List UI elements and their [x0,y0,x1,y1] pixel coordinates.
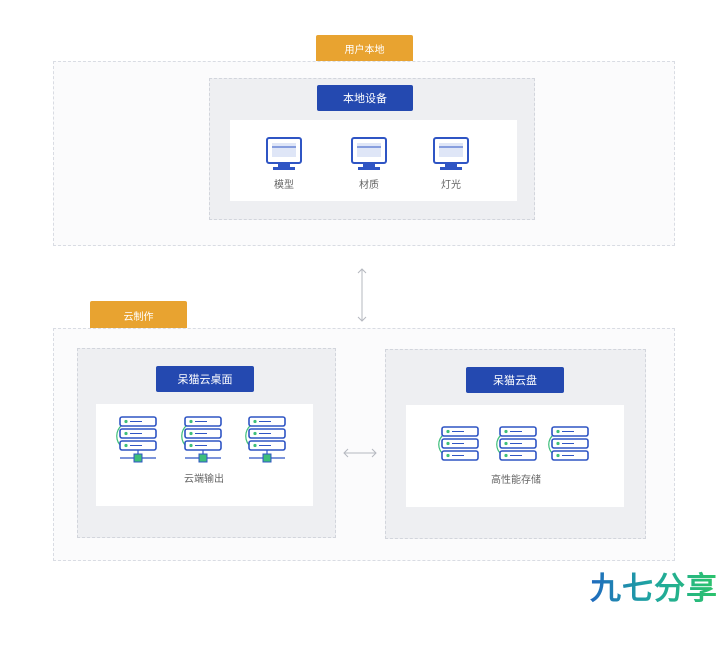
server-stack-icon [181,415,225,463]
server-stack-icon [116,415,160,463]
item-label-lighting: 灯光 [441,180,461,191]
server-stack-icon [548,425,592,463]
double-arrow-horizontal-icon [341,446,379,460]
cloud-production-tab: 云制作 [90,301,187,329]
cloud-desktop-title: 呆猫云桌面 [156,366,254,392]
cloud-production-tab-label: 云制作 [123,311,154,323]
server-stack-icon [496,425,540,463]
double-arrow-vertical-icon [354,266,370,324]
server-stack-icon [438,425,482,463]
monitor-icon [350,136,388,172]
user-local-tab: 用户本地 [316,35,413,62]
user-local-tab-label: 用户本地 [344,45,385,56]
item-label-material: 材质 [359,180,379,191]
local-device-title: 本地设备 [317,85,413,111]
item-label-model: 模型 [274,180,294,191]
server-stack-icon [245,415,289,463]
monitor-icon [265,136,303,172]
cloud-disk-title: 呆猫云盘 [466,367,564,393]
watermark-logo: 九七分享吧 [570,570,718,645]
monitor-icon [432,136,470,172]
cloud-disk-caption: 高性能存储 [491,475,541,486]
cloud-desktop-caption: 云端输出 [184,474,224,485]
